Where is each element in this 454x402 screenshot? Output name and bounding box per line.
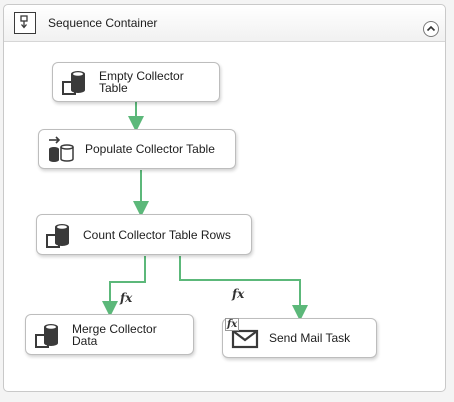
chevron-up-icon (426, 25, 436, 32)
connector-count-to-mail (179, 256, 308, 321)
task-merge-collector-data[interactable]: Merge Collector Data (25, 314, 194, 355)
sql-task-icon (62, 71, 85, 95)
task-count-collector-table-rows[interactable]: Count Collector Table Rows (36, 214, 252, 255)
task-label: Count Collector Table Rows (83, 227, 231, 242)
container-title: Sequence Container (48, 16, 158, 30)
task-label: Merge Collector Data (72, 321, 157, 348)
container-header[interactable]: Sequence Container (4, 5, 445, 42)
data-flow-task-icon (49, 136, 74, 162)
sequence-container-icon (14, 12, 36, 34)
mail-task-icon (231, 329, 259, 349)
sql-task-icon (35, 323, 58, 348)
task-populate-collector-table[interactable]: Populate Collector Table (38, 129, 236, 169)
sql-task-icon (46, 223, 69, 248)
collapse-button[interactable] (423, 21, 439, 37)
task-label: Send Mail Task (269, 331, 351, 345)
task-send-mail[interactable]: Send Mail Task (222, 318, 377, 358)
expression-fx-right[interactable]: fx (232, 287, 245, 301)
expression-fx-mail-badge[interactable]: fx (225, 318, 240, 331)
task-empty-collector-table[interactable]: Empty Collector Table (52, 62, 220, 102)
connector-count-to-merge (102, 256, 146, 317)
task-label: Populate Collector Table (85, 142, 215, 156)
task-label: Empty Collector Table (99, 69, 184, 95)
expression-fx-left[interactable]: fx (120, 291, 133, 305)
